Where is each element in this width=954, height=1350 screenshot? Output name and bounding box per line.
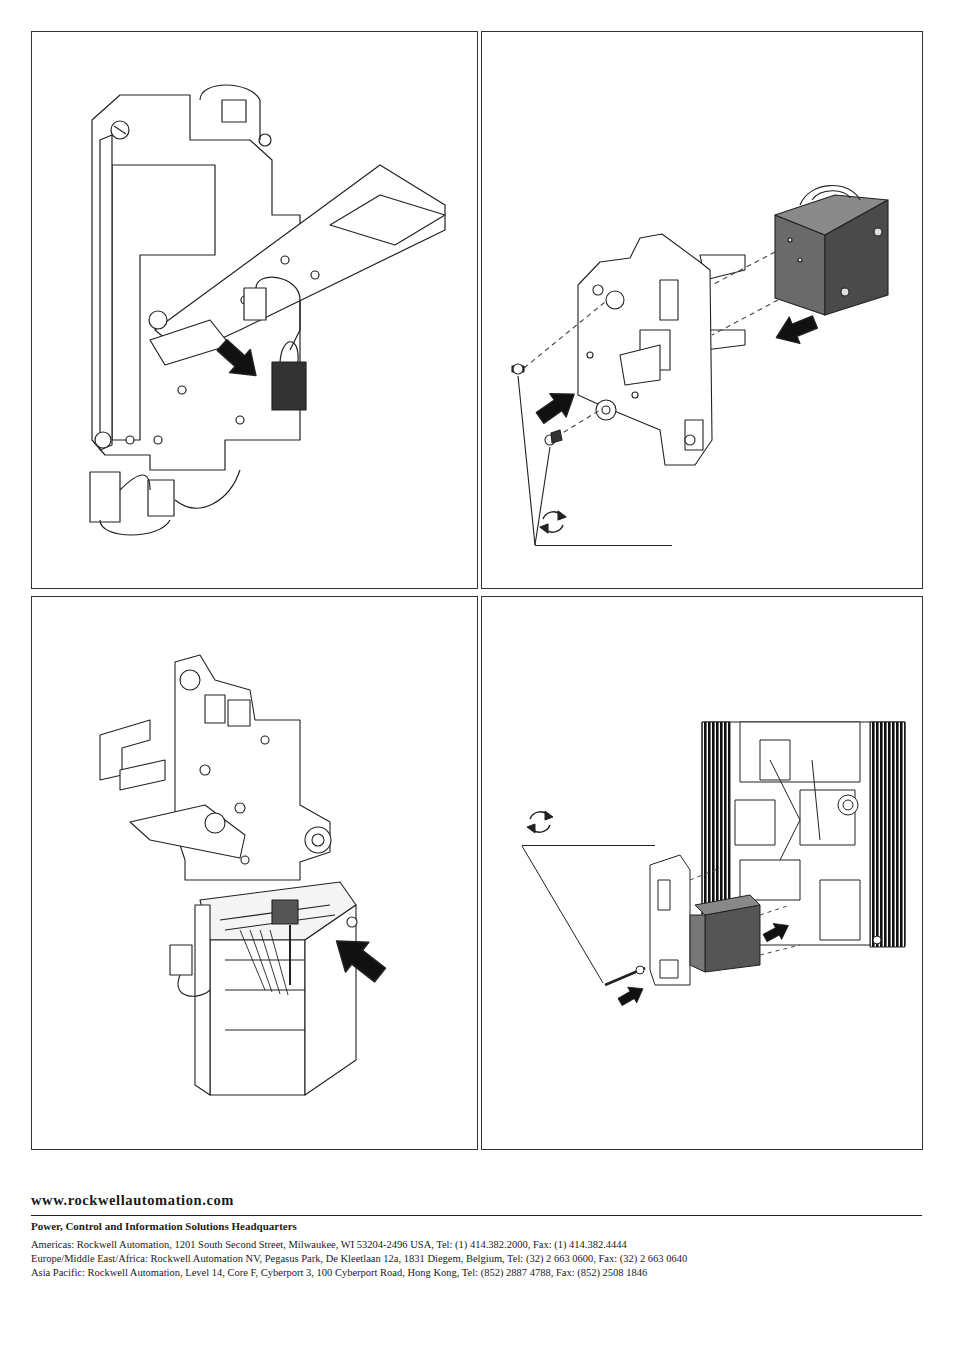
- mechanism-drawing: [90, 85, 445, 535]
- address-line: Americas: Rockwell Automation, 1201 Sout…: [31, 1239, 627, 1252]
- headquarters-heading: Power, Control and Information Solutions…: [31, 1220, 297, 1233]
- address-line: Europe/Middle East/Africa: Rockwell Auto…: [31, 1253, 687, 1266]
- panel-frame: [32, 32, 923, 1150]
- address-line: Asia Pacific: Rockwell Automation, Level…: [31, 1267, 647, 1280]
- footer-rule: [31, 1215, 922, 1216]
- mechanism-drawing: [512, 186, 888, 546]
- mechanism-drawing: [100, 655, 392, 1095]
- website-url: www.rockwellautomation.com: [31, 1192, 234, 1209]
- mechanism-drawing: [522, 722, 905, 1010]
